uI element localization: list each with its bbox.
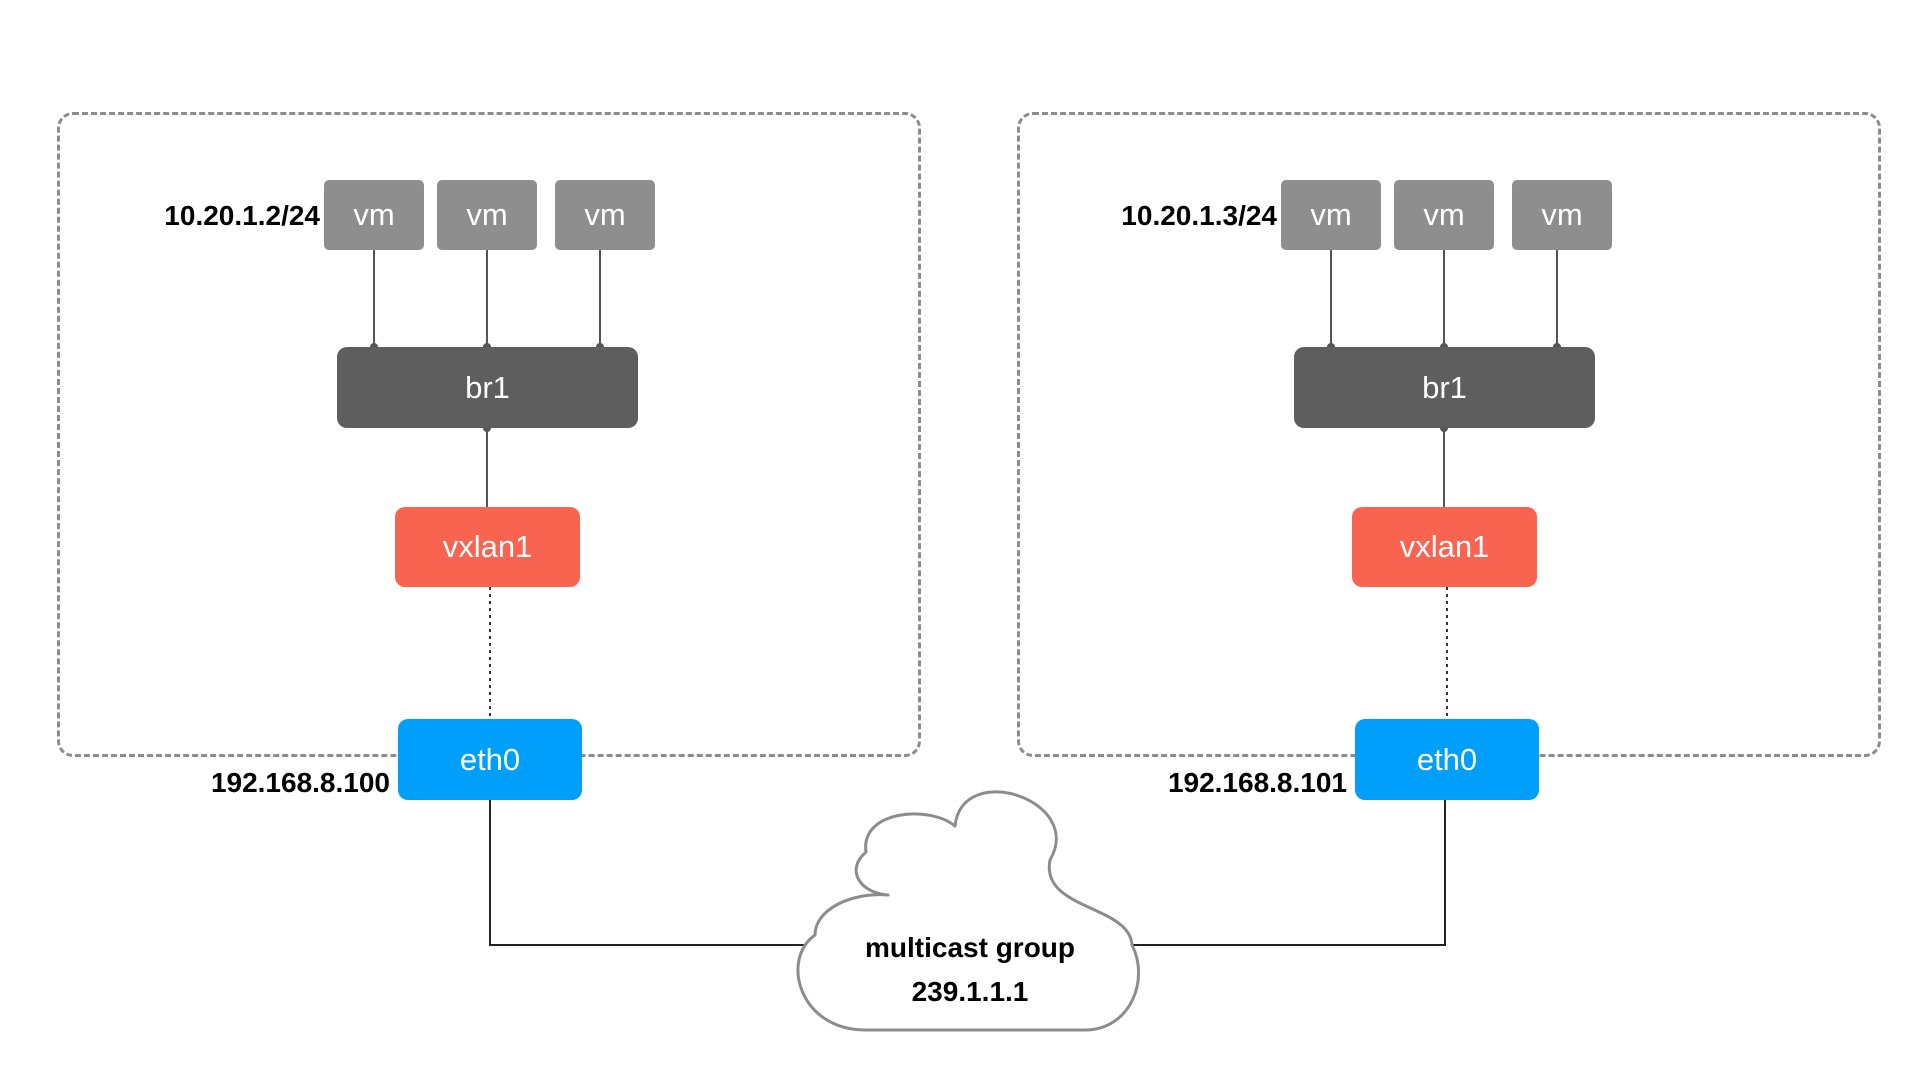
host2-bridge-br1[interactable]: br1: [1294, 347, 1595, 428]
host2-vm-1[interactable]: vm: [1281, 180, 1381, 250]
host1-subnet-label: 10.20.1.2/24: [164, 200, 320, 231]
host1-vm-1[interactable]: vm: [324, 180, 424, 250]
host1-eth-ip-label: 192.168.8.100: [210, 767, 390, 798]
link-eth0-cloud-host1: [489, 800, 805, 946]
host1-vxlan1[interactable]: vxlan1: [395, 507, 580, 587]
link-eth0-cloud-host2: [1127, 800, 1446, 946]
host2-subnet-label: 10.20.1.3/24: [1121, 200, 1277, 231]
cloud-line2-label: 239.1.1.1: [911, 976, 1029, 1007]
host2-vm-3[interactable]: vm: [1512, 180, 1612, 250]
host2-eth-ip-label: 192.168.8.101: [1167, 767, 1347, 798]
host1-vm-2[interactable]: vm: [437, 180, 537, 250]
host1-bridge-br1[interactable]: br1: [337, 347, 638, 428]
multicast-cloud-shape: [796, 790, 1141, 1032]
host1-vm-3[interactable]: vm: [555, 180, 655, 250]
cloud-line1-label: multicast group: [864, 932, 1075, 963]
host1-eth0[interactable]: eth0: [398, 719, 582, 800]
host2-vm-2[interactable]: vm: [1394, 180, 1494, 250]
host2-vxlan1[interactable]: vxlan1: [1352, 507, 1537, 587]
host2-eth0[interactable]: eth0: [1355, 719, 1539, 800]
